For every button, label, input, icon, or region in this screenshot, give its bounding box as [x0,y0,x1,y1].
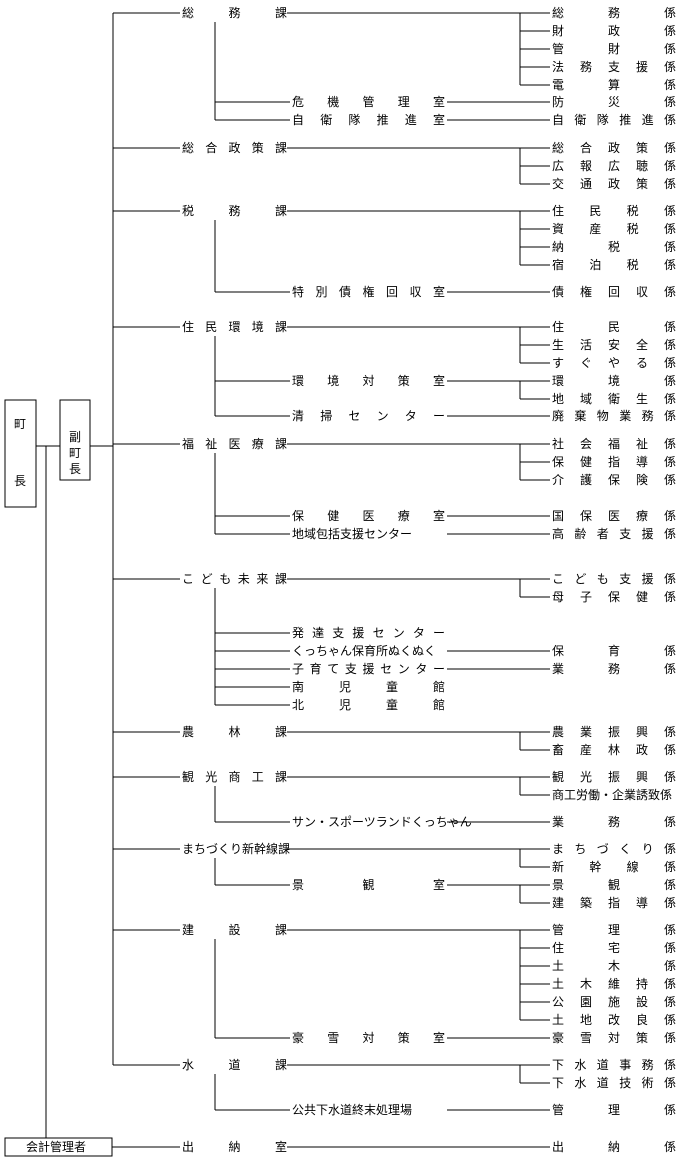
section-name: 保育係 [552,643,676,658]
section-name: 建築指導係 [552,895,676,910]
section-name: こども支援係 [552,572,676,586]
office-name: くっちゃん保育所ぬくぬく [292,643,436,658]
section-name: 観光振興係 [552,770,676,784]
office-name: 自衛隊推進室 [292,112,445,127]
section-name: 豪雪対策係 [552,1030,676,1045]
office-name: 景観室 [292,877,445,892]
section-name: 総合政策係 [552,140,676,155]
mayor-label: 町長 [14,417,26,488]
office-name: 特別債権回収室 [292,284,445,299]
office-name: 発達支援センター [292,626,445,640]
section-name: 住民係 [552,320,676,334]
office-name: 公共下水道終末処理場 [292,1102,412,1117]
section-name: すぐやる係 [552,356,676,370]
section-name: 景観係 [552,878,676,892]
section-name: 農業振興係 [552,725,676,739]
department-name: 総務課 [182,5,287,20]
department-name: 水道課 [182,1057,287,1072]
section-name: 国保医療係 [552,509,676,523]
office-name: 清掃センター [292,408,445,423]
deputy-mayor-box [59,399,91,481]
section-name: 出納係 [552,1140,676,1154]
accounting-office-name: 出納室 [182,1139,287,1154]
office-name: 北児童館 [292,697,445,712]
office-name: 危機管理室 [292,94,445,109]
section-name: 業務係 [552,662,676,676]
section-name: 商工労働・企業誘致係 [552,787,672,802]
section-name: 防災係 [552,94,676,109]
section-name: 廃棄物業務係 [552,408,676,423]
section-name: 業務係 [552,815,676,829]
section-name: 高齢者支援係 [552,526,676,541]
section-name: 資産税係 [552,221,676,236]
section-name: 下水道事務係 [552,1058,676,1072]
section-name: 母子保健係 [552,590,676,604]
department-name: 総合政策課 [182,140,287,155]
section-name: 電算係 [552,77,676,92]
office-name: 子育て支援センター [292,661,445,676]
office-name: サン・スポーツランドくっちゃん [292,815,472,829]
section-name: 管財係 [552,41,676,56]
section-name: 畜産林政係 [552,742,676,757]
connector-lines [36,12,550,1148]
section-name: 介護保険係 [552,472,676,487]
section-name: 宿泊税係 [552,257,676,272]
section-name: 住民税係 [552,204,676,218]
section-name: 公園施設係 [552,994,676,1009]
section-name: 財政係 [552,23,676,38]
section-name: 広報広聴係 [552,159,676,173]
section-name: 住宅係 [552,940,676,955]
section-name: まちづくり係 [552,842,676,856]
section-name: 環境係 [552,373,676,388]
executive-boxes [4,399,113,1157]
department-name: 住民環境課 [182,319,287,334]
section-name: 土地改良係 [552,1012,676,1027]
section-name: 債権回収係 [552,284,676,299]
section-name: 新幹線係 [552,859,676,874]
section-name: 法務支援係 [552,60,676,74]
section-name: 納税係 [552,240,676,254]
section-name: 土木係 [552,959,676,973]
mayor-box [4,399,37,508]
section-name: 自衛隊推進係 [552,112,676,127]
office-name: 豪雪対策室 [292,1030,445,1045]
department-name: 税務課 [182,203,287,218]
department-name: 建設課 [182,922,287,937]
section-name: 交通政策係 [552,176,676,191]
office-name: 地域包括支援センター [292,526,412,541]
section-name: 地域衛生係 [552,392,676,406]
department-name: 福祉医療課 [182,436,287,451]
department-name: 農林課 [182,724,287,739]
section-name: 下水道技術係 [552,1076,676,1090]
section-name: 社会福祉係 [552,436,676,451]
office-name: 保健医療室 [292,508,445,523]
department-name: まちづくり新幹線課 [182,841,290,856]
accounting-manager-label: 会計管理者 [26,1139,86,1154]
section-name: 土木維持係 [552,976,676,991]
office-name: 環境対策室 [292,373,445,388]
section-name: 管理係 [552,922,676,937]
section-name: 保健指導係 [552,454,676,469]
department-name: こども未来課 [182,571,287,586]
accounting-manager-box [4,1137,113,1157]
deputy-mayor-label: 副町長 [69,430,81,476]
office-name: 南児童館 [292,679,445,694]
section-name: 生活安全係 [552,337,676,352]
department-name: 観光商工課 [182,769,287,784]
section-name: 総務係 [552,6,676,20]
section-name: 管理係 [552,1102,676,1117]
